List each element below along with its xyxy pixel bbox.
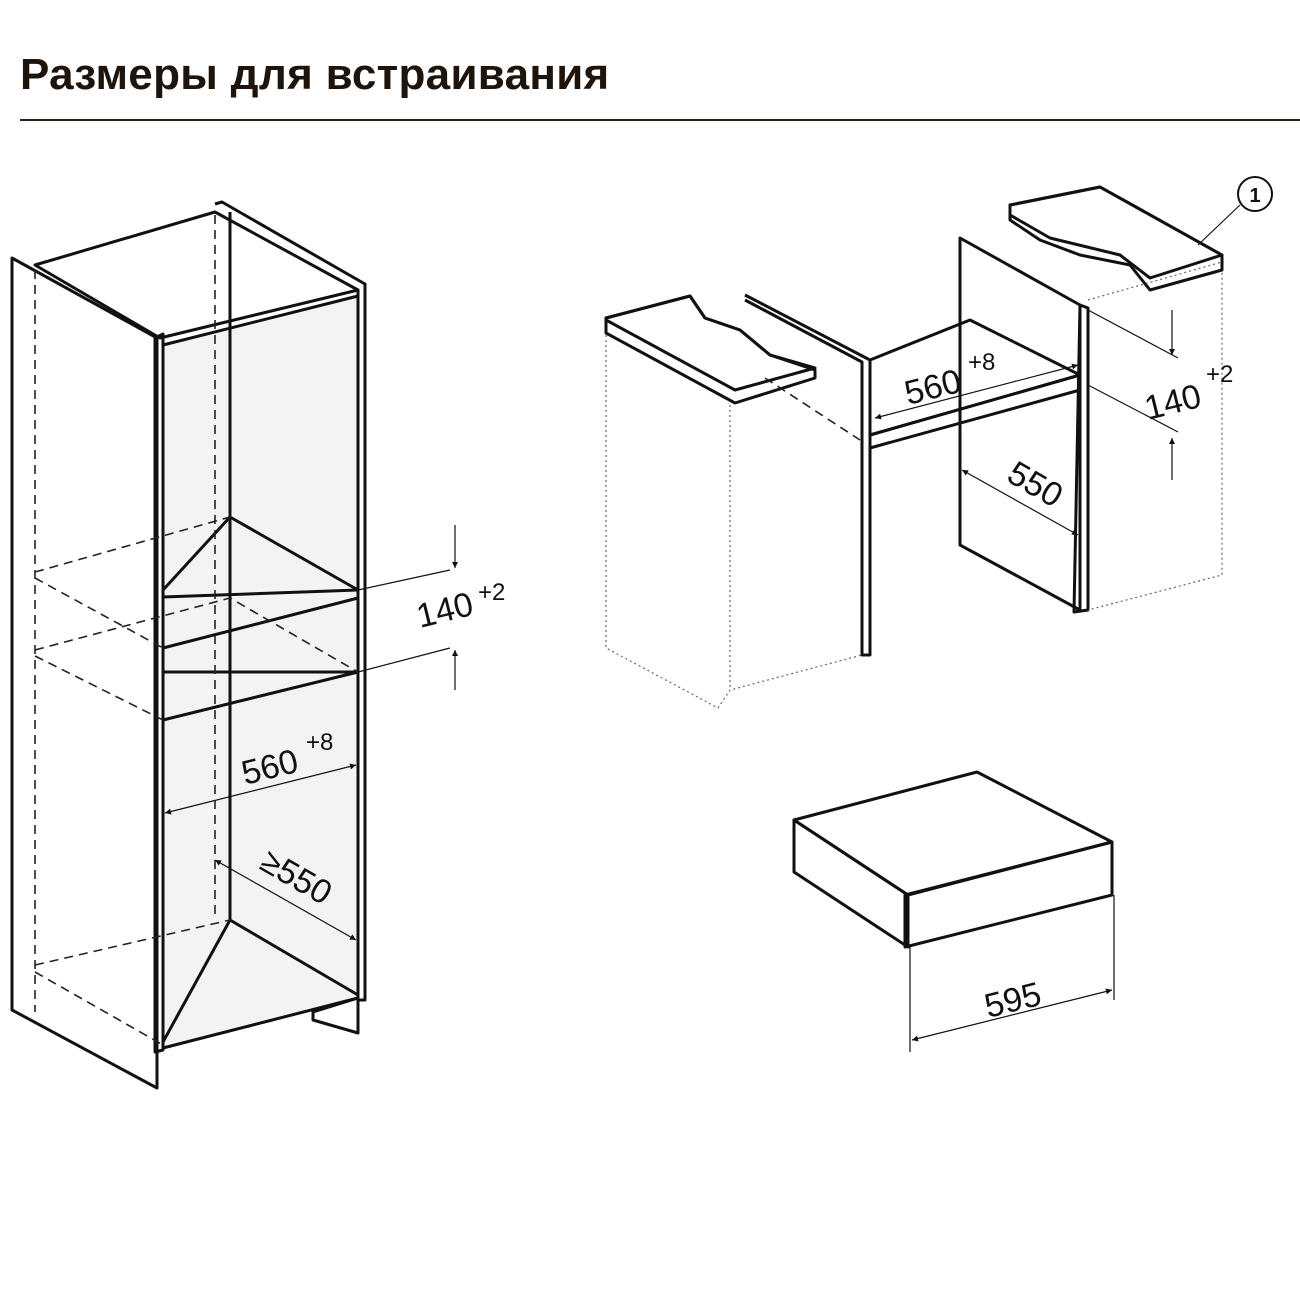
page-title: Размеры для встраивания — [20, 50, 610, 99]
drawer-width-label: 595 — [981, 975, 1045, 1026]
base-niche-width-label: 560 — [901, 362, 965, 413]
warming-drawer — [792, 770, 1115, 1052]
base-cabinet-right — [874, 176, 1273, 614]
callout-number: 1 — [1249, 185, 1260, 207]
base-niche-width-tolerance: +8 — [968, 349, 995, 376]
title-divider — [20, 119, 1300, 121]
callout-circle — [1237, 176, 1273, 212]
cabinet-left-side — [10, 256, 159, 1090]
base-cabinet-left — [604, 293, 872, 709]
base-niche-height-label: 140 — [1141, 377, 1205, 428]
base-niche-depth-label: 550 — [1001, 454, 1069, 515]
tall-niche-height-tolerance: +2 — [478, 579, 505, 606]
niche-shelf — [868, 318, 1082, 450]
tall-niche-width-tolerance: +8 — [306, 729, 333, 756]
base-niche-height-tolerance: +2 — [1206, 361, 1233, 388]
tall-niche-height-label: 140 — [413, 585, 477, 636]
tall-cabinet — [10, 200, 458, 1090]
